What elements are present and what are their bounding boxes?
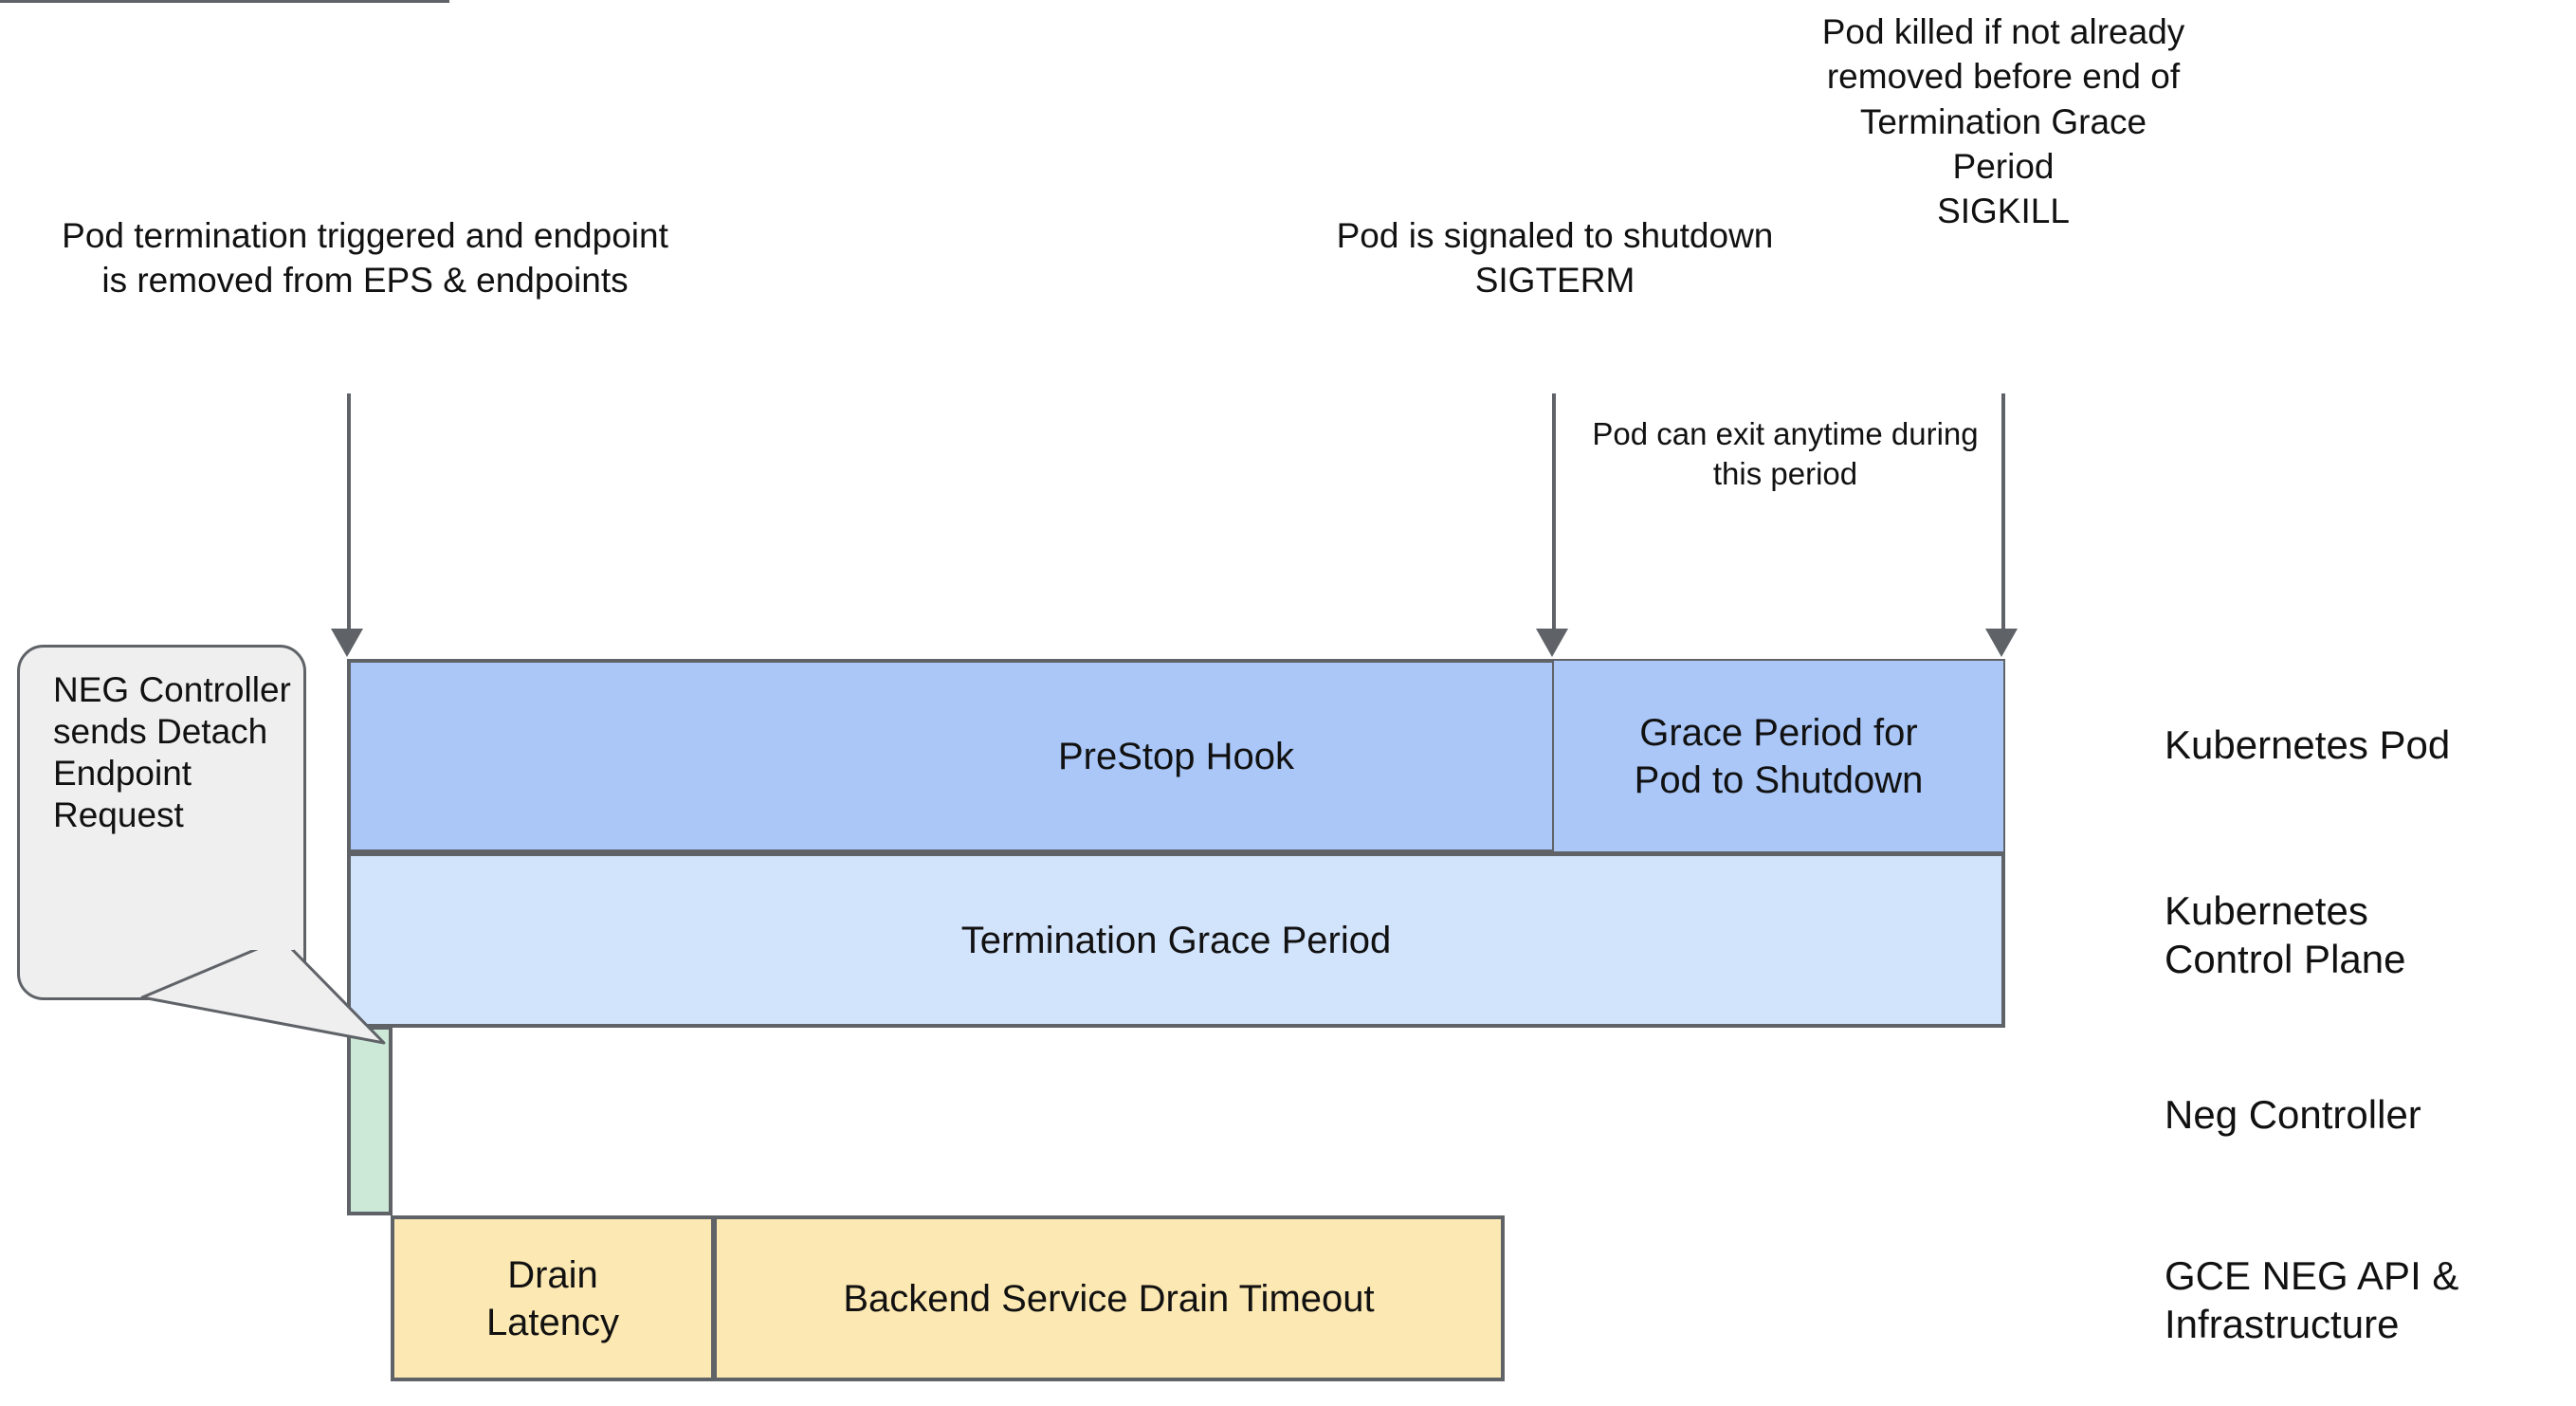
bar-neg-controller (347, 1026, 393, 1215)
bar-label-backend-service-drain-timeout: Backend Service Drain Timeout (843, 1277, 1375, 1320)
arrow-down-icon-sigterm (1536, 629, 1568, 657)
annotation-pod-can-exit: Pod can exit anytime during this period (1592, 416, 1979, 492)
connector-line-pod-can-exit-span (0, 0, 449, 3)
bar-drain-latency: Drain Latency (391, 1215, 715, 1381)
bar-label-drain-latency: Drain Latency (485, 1253, 620, 1343)
bar-label-prestop-hook: PreStop Hook (1057, 735, 1295, 777)
bar-label-termination-grace-period: Termination Grace Period (960, 919, 1392, 961)
bar-grace-period: Grace Period for Pod to Shutdown (1552, 659, 2005, 853)
connector-line-sigterm (1552, 393, 1556, 630)
bar-termination-grace-period: Termination Grace Period (347, 852, 2005, 1028)
bar-backend-service-drain-timeout: Backend Service Drain Timeout (713, 1215, 1505, 1381)
legend-label-neg-controller: Neg Controller (2165, 1092, 2421, 1137)
bar-label-grace-period: Grace Period for Pod to Shutdown (1634, 711, 1924, 801)
annotation-pod-sigkill: Pod killed if not already removed before… (1821, 12, 2185, 231)
annotation-pod-sigterm: Pod is signaled to shutdown SIGTERM (1336, 216, 1774, 301)
legend-label-kubernetes-pod: Kubernetes Pod (2165, 722, 2451, 767)
arrow-down-icon-termination (331, 629, 363, 657)
connector-line-termination (347, 393, 351, 630)
legend-label-gce-neg-api: GCE NEG API & Infrastructure (2165, 1253, 2459, 1347)
connector-line-sigkill (2001, 393, 2005, 630)
arrow-down-icon-sigkill (1985, 629, 2018, 657)
annotation-pod-termination: Pod termination triggered and endpoint i… (62, 216, 668, 301)
legend-label-kubernetes-control-plane: Kubernetes Control Plane (2165, 888, 2406, 982)
callout-text: NEG Controller sends Detach Endpoint Req… (53, 670, 291, 835)
